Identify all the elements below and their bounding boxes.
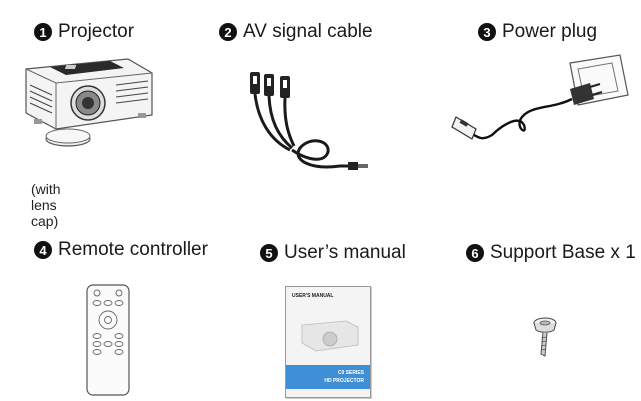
projector-icon (25, 58, 153, 147)
number-badge: 3 (478, 23, 496, 41)
av-cable-heading: 2 AV signal cable (219, 21, 373, 43)
manual-series: C9 SERIES (337, 370, 364, 376)
remote-label: Remote controller (58, 239, 208, 260)
number-badge: 1 (34, 23, 52, 41)
number-badge: 4 (34, 241, 52, 259)
manual-booklet: USER'S MANUAL C9 SERIES HD PROJECTOR (285, 286, 371, 398)
manual-cover-title: USER'S MANUAL (292, 293, 334, 299)
support-base-icon (533, 317, 557, 357)
remote-heading: 4 Remote controller (34, 239, 208, 261)
power-plug-icon (451, 54, 629, 140)
number-badge: 2 (219, 23, 237, 41)
power-plug-heading: 3 Power plug (478, 21, 597, 43)
power-plug-label: Power plug (502, 21, 598, 42)
lens-cap-note: (with lens cap) (31, 181, 61, 229)
remote-icon (86, 284, 130, 396)
number-badge: 6 (466, 244, 484, 262)
manual-label: User’s manual (284, 242, 406, 263)
support-base-heading: 6 Support Base x 1 (466, 242, 636, 264)
manual-projector-image (301, 320, 359, 352)
projector-label: Projector (58, 21, 135, 42)
projector-heading: 1 Projector (34, 21, 134, 43)
av-cable-label: AV signal cable (243, 21, 373, 42)
manual-blue-band: C9 SERIES HD PROJECTOR (286, 365, 370, 389)
av-cable-icon (250, 72, 368, 170)
support-base-label: Support Base x 1 (490, 242, 636, 263)
manual-heading: 5 User’s manual (260, 242, 406, 264)
number-badge: 5 (260, 244, 278, 262)
manual-product: HD PROJECTOR (324, 378, 364, 384)
